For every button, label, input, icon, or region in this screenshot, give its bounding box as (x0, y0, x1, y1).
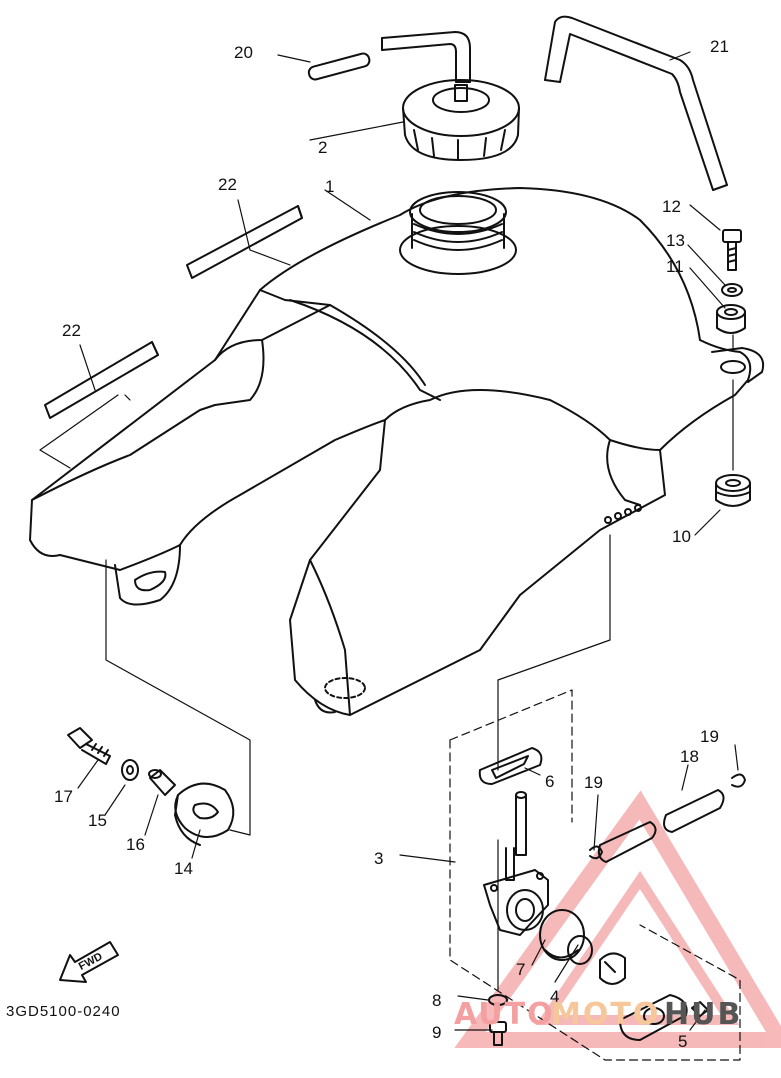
callout-19-b: 19 (700, 727, 719, 746)
fwd-arrow-icon (59, 941, 119, 983)
leader-lines (39, 51, 741, 1061)
callout-10: 10 (672, 527, 691, 546)
lever-4 (567, 935, 626, 985)
callout-13: 13 (666, 231, 685, 250)
clip-19-a (589, 845, 603, 860)
callout-4: 4 (550, 987, 559, 1006)
plate-5 (619, 994, 709, 1041)
washer-15 (121, 759, 139, 781)
damper-strip-22-lower (44, 341, 159, 419)
washer-13 (721, 283, 743, 297)
callout-5: 5 (678, 1032, 687, 1051)
callout-12: 12 (662, 197, 681, 216)
watermark-text-left: AUTO (454, 997, 555, 1032)
callout-1: 1 (325, 177, 334, 196)
callout-3: 3 (374, 849, 383, 868)
cover-7 (539, 909, 585, 961)
grommet-14 (174, 782, 235, 846)
callout-21: 21 (710, 37, 729, 56)
watermark-text-right: HUB (664, 997, 742, 1032)
fuel-cap-2 (402, 79, 520, 161)
collar-16 (148, 769, 176, 796)
fuel-tank-1 (29, 187, 764, 716)
watermark-logo: AUTO MOTO HUB (454, 997, 742, 1032)
part-code: 3GD5100-0240 (6, 1003, 121, 1020)
callout-6: 6 (545, 772, 554, 791)
callout-14: 14 (174, 859, 193, 878)
callout-labels: 1 2 3 4 5 6 7 8 9 10 11 12 13 14 15 16 1… (54, 37, 729, 1051)
callout-8: 8 (432, 991, 441, 1010)
callout-9: 9 (432, 1023, 441, 1042)
callout-19-a: 19 (584, 773, 603, 792)
callout-20: 20 (234, 43, 253, 62)
callout-18: 18 (680, 747, 699, 766)
callout-17: 17 (54, 787, 73, 806)
callout-15: 15 (88, 811, 107, 830)
drain-screw-9 (489, 1021, 507, 1046)
callout-11: 11 (666, 257, 684, 276)
collar-11 (716, 304, 746, 334)
washer-8 (488, 994, 508, 1006)
watermark-text-middle: MOTO (551, 997, 660, 1032)
bolt-12 (722, 229, 742, 271)
callout-22-b: 22 (62, 321, 81, 340)
fuel-cock-3 (483, 791, 549, 936)
grommet-10 (715, 474, 751, 507)
callout-2: 2 (318, 138, 327, 157)
hose-18 (597, 789, 725, 863)
bolt-17 (67, 727, 111, 765)
clip-19-b (731, 773, 746, 788)
damper-strip-22-upper (186, 205, 303, 279)
hose-20 (307, 31, 471, 83)
gasket-6 (478, 747, 543, 785)
callout-22-a: 22 (218, 175, 237, 194)
hose-21 (544, 15, 728, 191)
callout-16: 16 (126, 835, 145, 854)
callout-7: 7 (516, 960, 525, 979)
